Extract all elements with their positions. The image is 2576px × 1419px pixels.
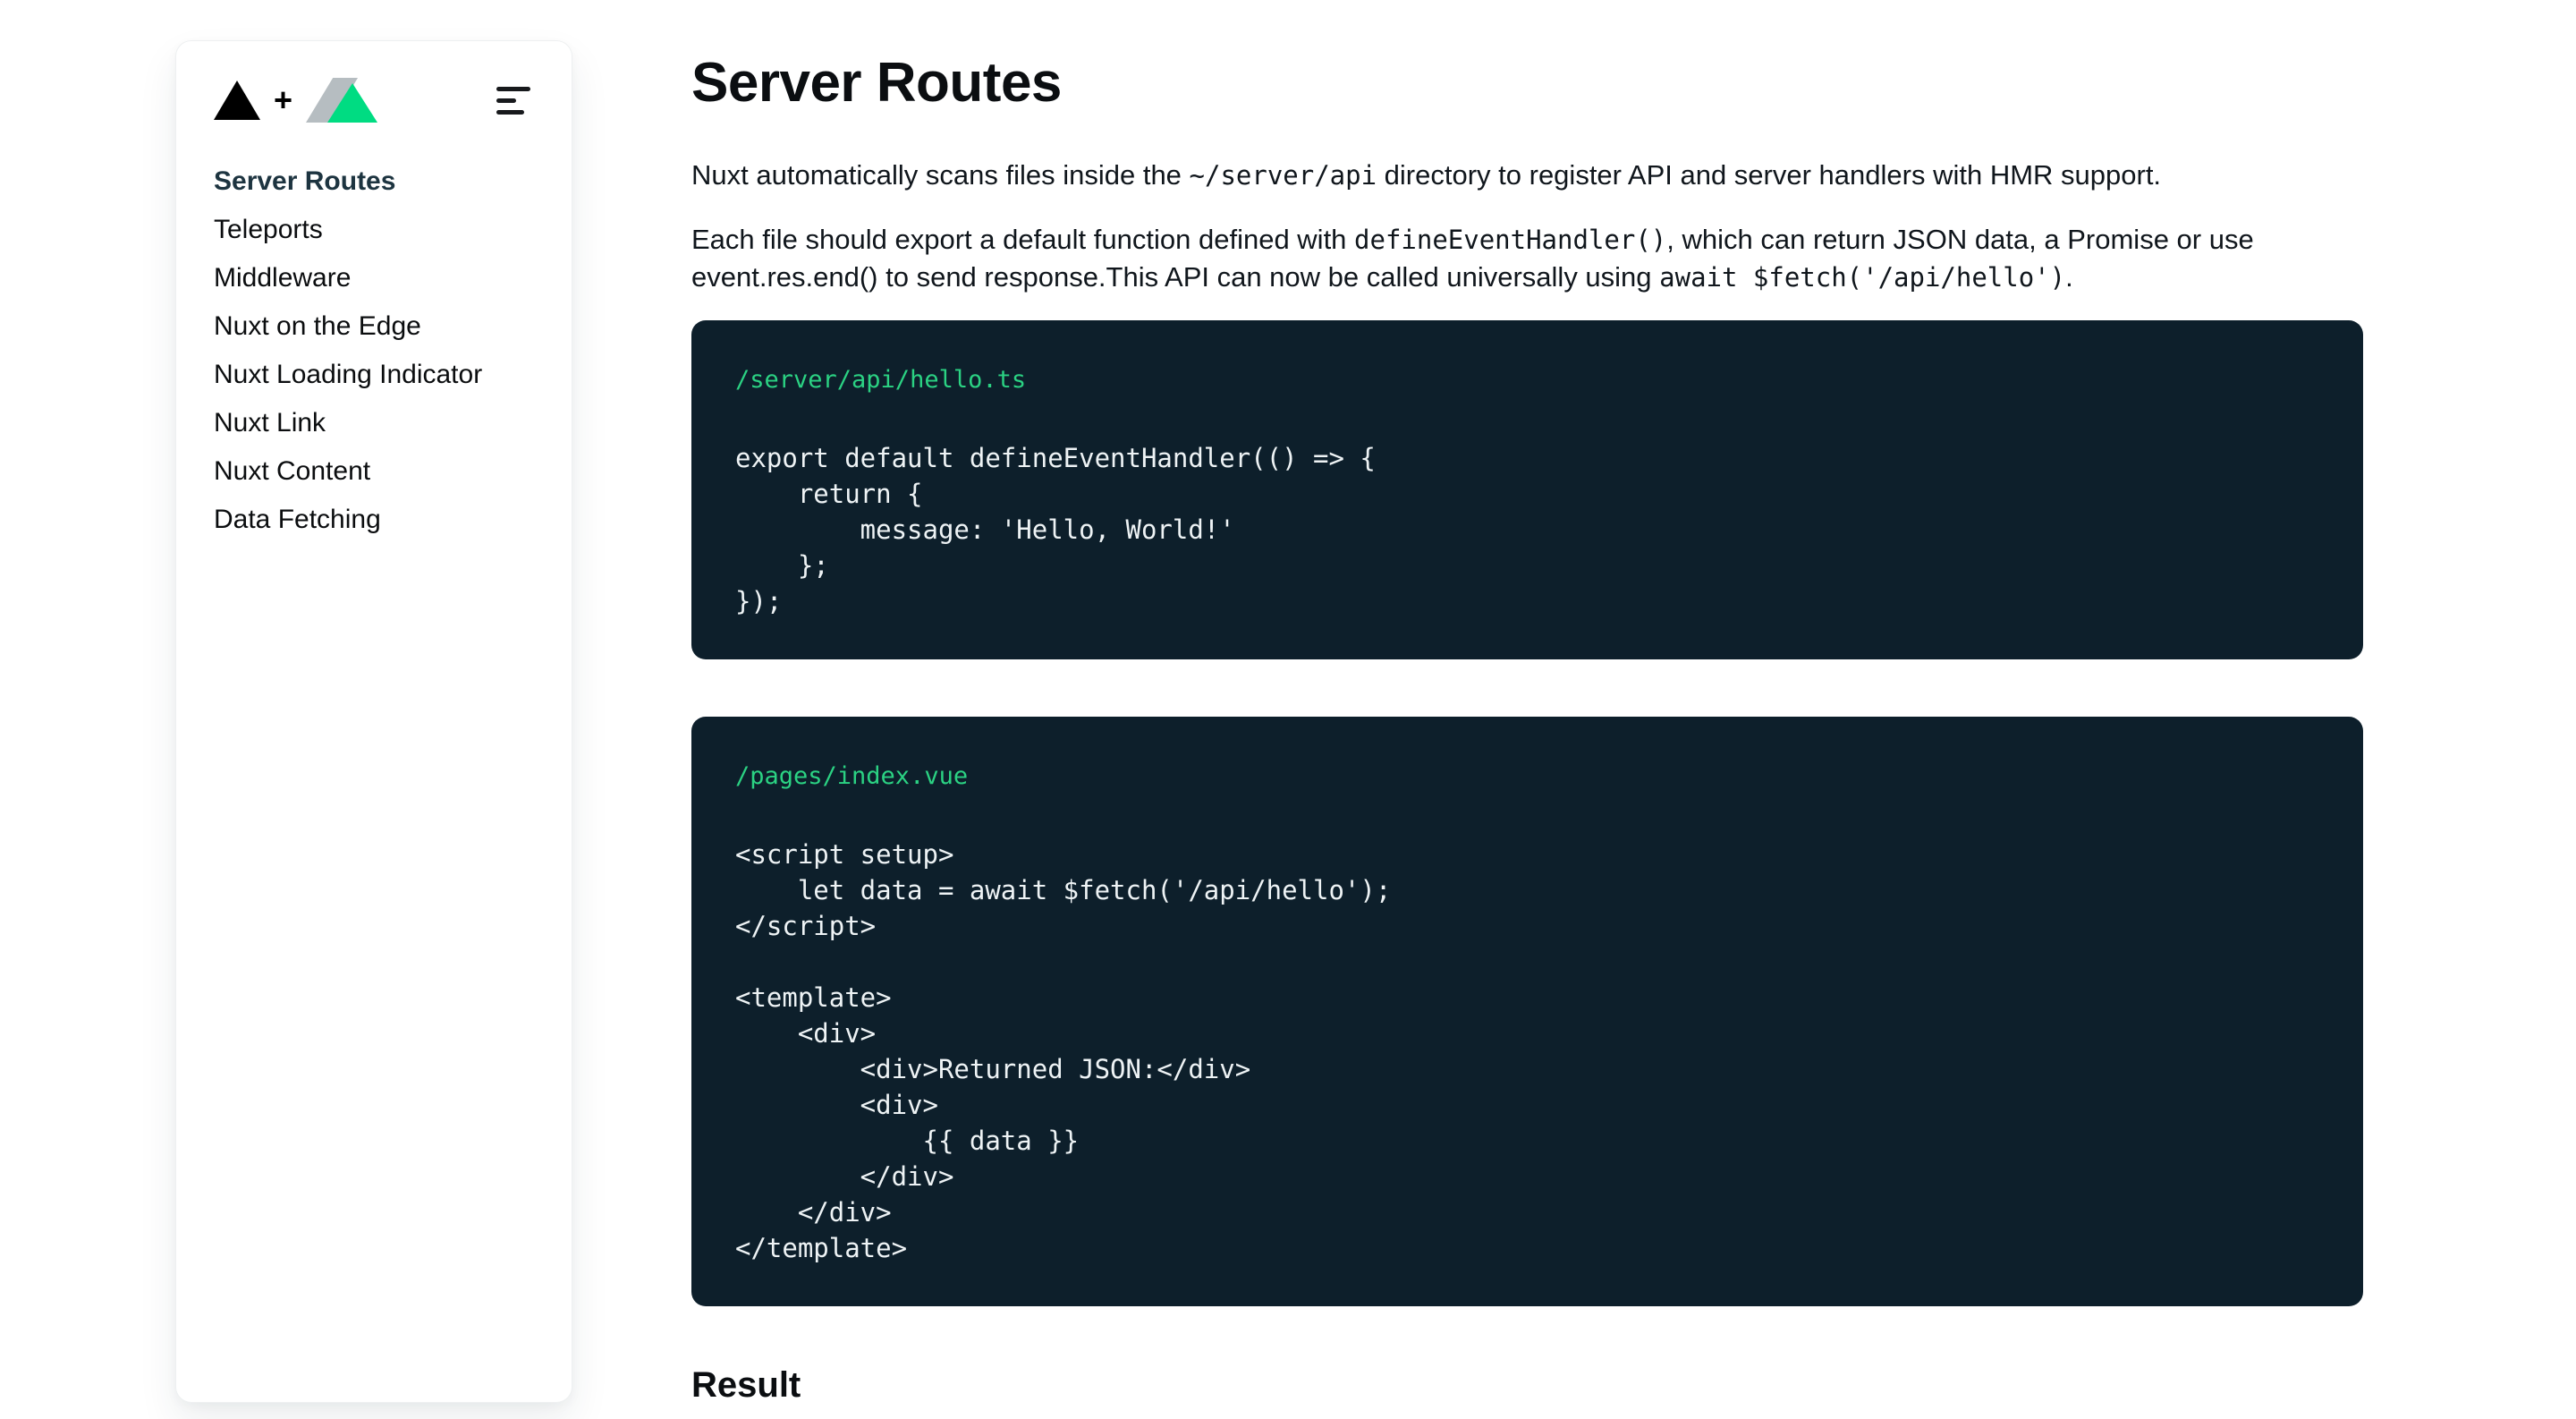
inline-code-await-fetch: await $fetch('/api/hello')	[1659, 262, 2066, 293]
sidebar: + Server Routes Teleports Middleware Nux…	[175, 40, 572, 1403]
code-content: export default defineEventHandler(() => …	[735, 443, 1376, 616]
code-content: <script setup> let data = await $fetch('…	[735, 839, 1392, 1263]
page-title: Server Routes	[691, 52, 1062, 114]
sidebar-item-nuxt-content[interactable]: Nuxt Content	[214, 456, 371, 486]
inline-code-server-api-path: ~/server/api	[1189, 160, 1377, 191]
sidebar-nav: Server Routes Teleports Middleware Nuxt …	[214, 157, 532, 544]
vercel-logo-icon	[214, 81, 260, 120]
description-paragraph: Each file should export a default functi…	[691, 221, 2363, 296]
code-block-pages-index: /pages/index.vue <script setup> let data…	[691, 717, 2363, 1306]
sidebar-item-nuxt-loading-indicator[interactable]: Nuxt Loading Indicator	[214, 360, 483, 389]
nuxt-logo-icon	[306, 78, 378, 123]
sidebar-item-teleports[interactable]: Teleports	[214, 215, 323, 244]
result-heading: Result	[691, 1365, 801, 1405]
description-text-3: .	[2065, 261, 2073, 293]
intro-text-2: directory to register API and server han…	[1377, 159, 2162, 191]
sidebar-item-middleware[interactable]: Middleware	[214, 263, 352, 293]
sidebar-item-data-fetching[interactable]: Data Fetching	[214, 505, 381, 534]
sidebar-item-server-routes[interactable]: Server Routes	[214, 166, 396, 196]
menu-icon[interactable]	[496, 86, 532, 115]
description-text-2: , which can return JSON data, a Promise …	[691, 224, 2254, 293]
sidebar-header: +	[214, 77, 532, 123]
code-block-server-api-hello: /server/api/hello.ts export default defi…	[691, 320, 2363, 659]
inline-code-define-event-handler: defineEventHandler()	[1354, 225, 1667, 255]
plus-sign: +	[274, 81, 293, 118]
logo-group: +	[214, 78, 378, 123]
sidebar-item-nuxt-on-the-edge[interactable]: Nuxt on the Edge	[214, 311, 421, 341]
description-text-1: Each file should export a default functi…	[691, 224, 1355, 255]
code-filename: /server/api/hello.ts	[735, 366, 1027, 394]
main-content: Server Routes Nuxt automatically scans f…	[691, 50, 2363, 1406]
intro-text-1: Nuxt automatically scans files inside th…	[691, 159, 1190, 191]
sidebar-item-nuxt-link[interactable]: Nuxt Link	[214, 408, 326, 438]
intro-paragraph: Nuxt automatically scans files inside th…	[691, 157, 2363, 194]
code-filename: /pages/index.vue	[735, 762, 969, 790]
